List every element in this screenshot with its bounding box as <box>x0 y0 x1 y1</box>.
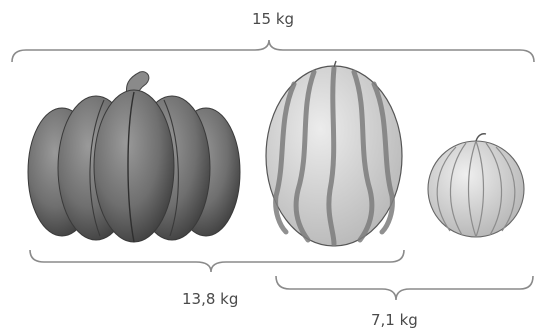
watermelon-melon-weight-label: 7,1 kg <box>371 311 418 329</box>
total-weight-label: 15 kg <box>252 10 294 28</box>
bracket-pumpkin-watermelon <box>30 250 404 272</box>
watermelon-icon <box>266 61 402 246</box>
pumpkin-icon <box>28 72 240 242</box>
pumpkin-watermelon-weight-label: 13,8 kg <box>182 290 238 308</box>
melon-icon <box>428 134 524 237</box>
bracket-all-three <box>12 40 534 62</box>
bracket-watermelon-melon <box>276 276 533 300</box>
